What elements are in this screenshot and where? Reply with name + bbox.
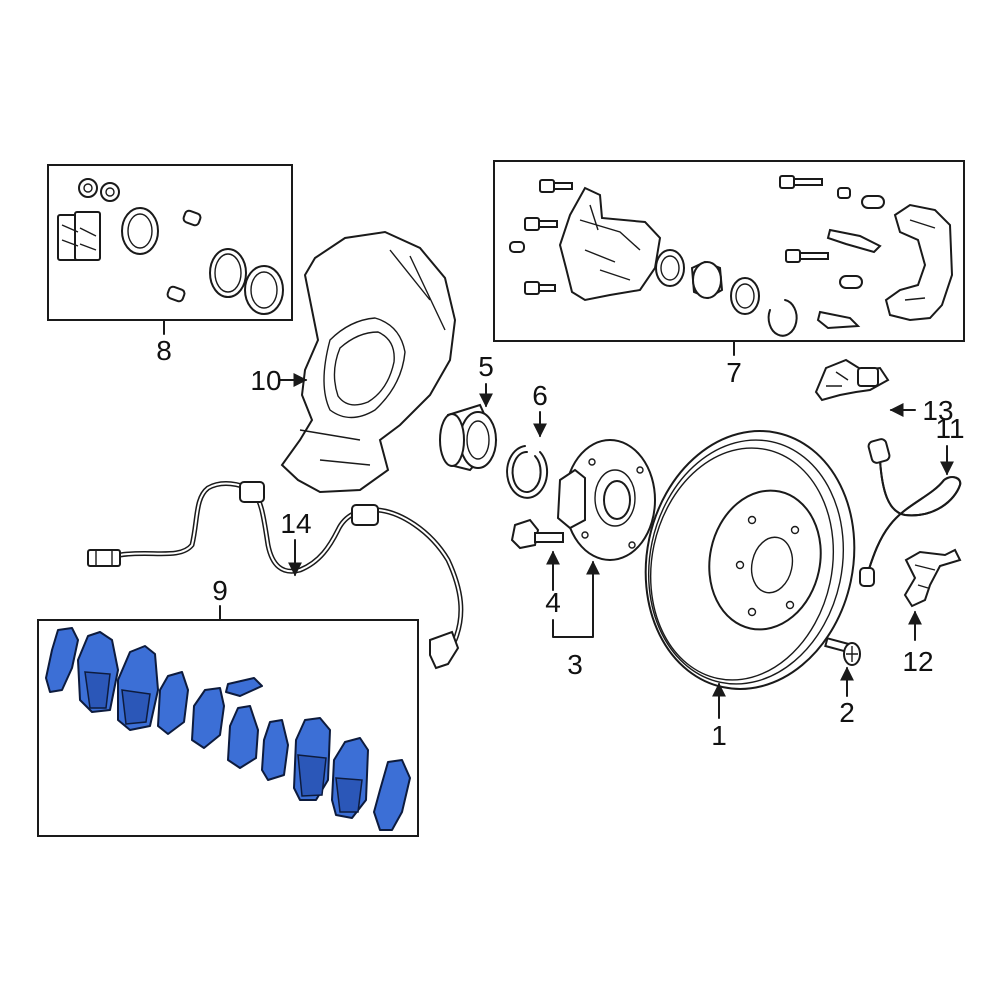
speed-sensor-clip (814, 358, 890, 402)
splash-shield (280, 230, 457, 494)
sensor-harness (859, 438, 962, 587)
wheel-hub (556, 439, 656, 561)
callout-7: 7 (726, 357, 742, 388)
leader-3 (552, 560, 600, 638)
snap-ring (506, 445, 549, 499)
wheel-bearing (439, 403, 498, 472)
callout-12: 12 (902, 646, 933, 677)
caliper-box (493, 160, 965, 342)
seal-kit-group (47, 164, 293, 321)
hub-bolt (510, 518, 564, 550)
rotor-screw (824, 637, 861, 666)
callout-8: 8 (156, 335, 172, 366)
brake-rotor (644, 430, 856, 690)
seal-kit-box (47, 164, 293, 321)
callout-4: 4 (545, 587, 561, 618)
brake-pad-box (37, 619, 419, 837)
callout-1: 1 (711, 720, 727, 751)
callout-5: 5 (478, 351, 494, 382)
abs-wire-harness (87, 481, 464, 670)
caliper-assembly-group (493, 160, 965, 342)
brake-pad-kit (37, 619, 419, 837)
callout-11: 11 (935, 413, 964, 444)
callout-6: 6 (532, 380, 548, 411)
callout-14: 14 (280, 508, 311, 539)
callout-3: 3 (567, 649, 583, 680)
callout-2: 2 (839, 697, 855, 728)
harness-bracket (903, 548, 962, 608)
callout-13: 13 (922, 395, 953, 426)
callout-10: 10 (250, 365, 281, 396)
callout-9: 9 (212, 575, 228, 606)
